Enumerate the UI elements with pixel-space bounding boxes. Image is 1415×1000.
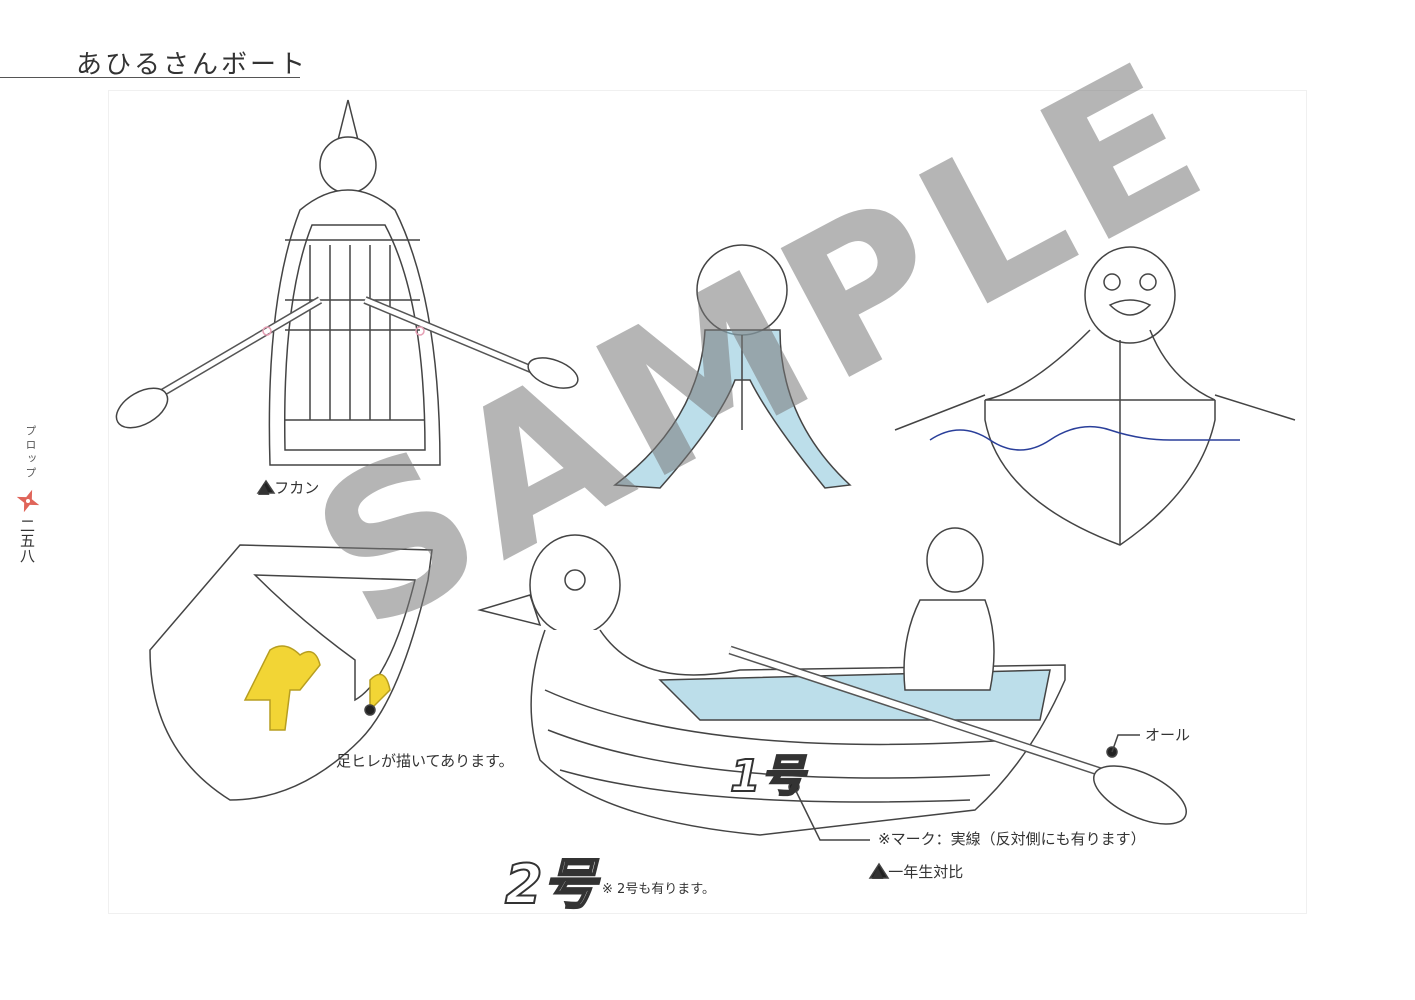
boat-number-1: 1号 — [729, 750, 806, 803]
flippers-note: 足ヒレが描いてあります。 — [336, 752, 514, 770]
title-underline — [0, 77, 300, 78]
drawing-frame — [108, 90, 1307, 914]
callout-dot — [364, 704, 376, 716]
shuriken-icon — [16, 489, 40, 513]
scale-note: ▲ 一年生対比 — [872, 863, 964, 881]
duck-boat-side — [477, 527, 1188, 836]
bow-view-boat — [894, 246, 1296, 546]
underside-boat — [149, 544, 433, 801]
page-number: 二五八 — [18, 518, 36, 563]
page-title: あひるさんボート — [76, 50, 309, 80]
top-view-boat — [115, 99, 579, 466]
oar-label: オール — [1145, 726, 1191, 744]
top-view-label: ▲ フカン — [258, 479, 320, 497]
boat-number-2: 2号 — [504, 852, 598, 917]
no2-note: ※ 2号も有ります。 — [602, 882, 715, 897]
front-view-neck — [612, 244, 852, 489]
mark-note: ※マーク：実線（反対側にも有ります） — [878, 830, 1146, 848]
section-label: プロップ — [24, 425, 37, 481]
